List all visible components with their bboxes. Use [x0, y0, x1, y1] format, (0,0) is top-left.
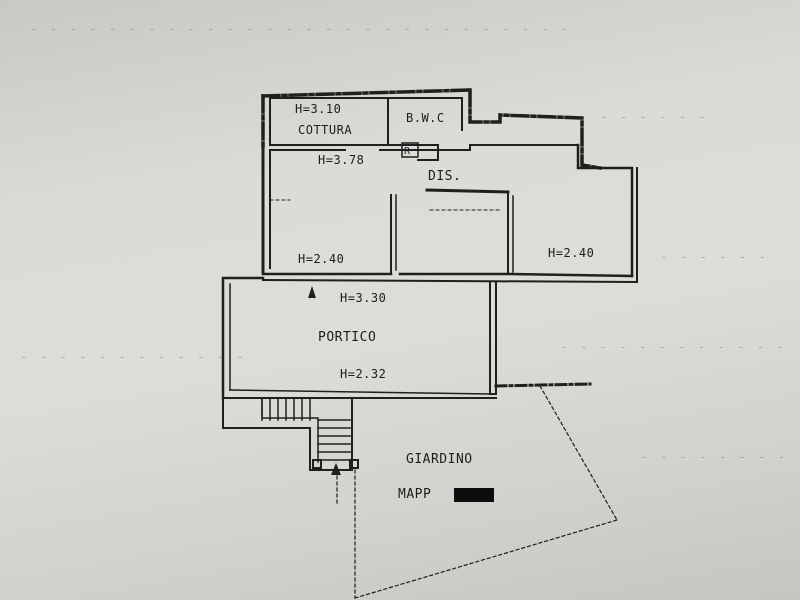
left-room-height-label: H=2.40 — [298, 252, 345, 266]
bwc-walls — [387, 97, 463, 161]
perimeter-dashed-right-step — [468, 88, 603, 171]
bleed-through-text: - - - - - - - - — [640, 450, 788, 465]
portico-outer-wall — [221, 276, 265, 400]
bleed-through-text: - - - - - - - - - - - - — [560, 340, 787, 355]
giardino-label: GIARDINO — [406, 452, 473, 467]
house-wall-bottom-outer — [261, 278, 639, 284]
right-room-height-label: H=2.40 — [548, 246, 595, 260]
bleed-through-text: - - - - - - — [660, 250, 769, 265]
bleed-through-text: - - - - - - — [600, 110, 709, 125]
partition-center-room-top — [425, 188, 510, 194]
mapp-label: MAPP — [398, 487, 432, 502]
garden-boundary-right — [539, 385, 618, 521]
garden-boundary-bottom — [354, 519, 618, 599]
house-wall-top-hall — [269, 144, 579, 151]
cottura-label: COTTURA — [298, 123, 353, 137]
partition-hall-dashed — [269, 199, 501, 211]
perimeter-dashed-top — [261, 88, 472, 98]
dis-label: DIS. — [428, 169, 462, 184]
gate-arrow-icon — [331, 463, 341, 475]
house-wall-bottom — [261, 272, 634, 278]
hall-height-label: H=3.78 — [318, 153, 365, 167]
gate-post-left — [312, 459, 322, 469]
stair-landing — [222, 397, 353, 471]
r-mark-label: R — [404, 146, 411, 157]
portico-right-wall — [489, 281, 497, 395]
portico-height-bottom-label: H=2.32 — [340, 367, 387, 381]
portico-height-top-label: H=3.30 — [340, 291, 387, 305]
bleed-through-text: - - - - - - - - - - - - - - - - - - - - … — [30, 22, 571, 37]
entrance-arrow-icon — [308, 286, 316, 298]
stair-treads — [261, 397, 351, 461]
house-wall-right-top — [576, 143, 634, 278]
cottura-height-label: H=3.10 — [295, 102, 342, 116]
portico-label: PORTICO — [318, 330, 377, 345]
redacted-parcel-number — [454, 488, 494, 502]
garden-boundary-top — [494, 382, 592, 388]
portico-bottom-wall — [229, 389, 491, 395]
bleed-through-text: - - - - - - - - - - - - — [20, 350, 247, 365]
stair-rail — [261, 397, 319, 463]
gate-post-right — [349, 459, 359, 469]
bwc-label: B.W.C — [406, 111, 445, 125]
